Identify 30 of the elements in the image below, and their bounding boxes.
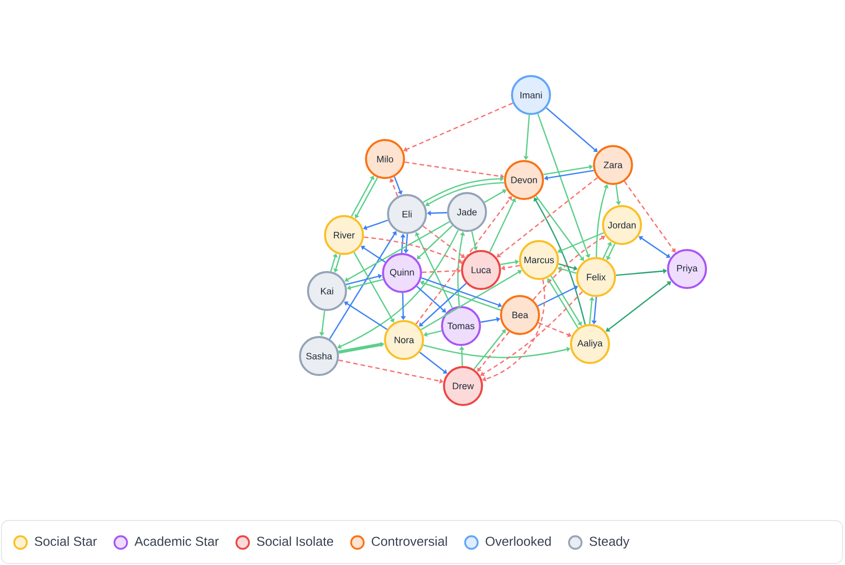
legend-label: Social Star (34, 536, 97, 546)
legend-label: Controversial (372, 536, 447, 546)
arrow (484, 189, 506, 203)
dashed-arrow (482, 280, 546, 382)
arrow (416, 225, 453, 260)
legend-label: Academic Star (134, 536, 219, 546)
arrow (344, 221, 450, 282)
arrow (606, 281, 672, 332)
arrow (536, 196, 584, 261)
arrow (423, 344, 570, 358)
arrow (329, 231, 397, 340)
dashed-arrow (422, 268, 461, 274)
arrow (350, 176, 374, 217)
arrow (638, 236, 670, 258)
arrow (415, 232, 453, 308)
dashed-arrow (480, 291, 583, 376)
arrow (354, 177, 378, 218)
arrow (344, 301, 388, 330)
arrow (419, 352, 448, 374)
legend-label: Social Isolate (257, 536, 334, 546)
dashed-arrow (422, 226, 465, 258)
legend-label: Steady (590, 536, 630, 548)
arrow (489, 198, 516, 252)
dashed-arrow (501, 264, 520, 271)
dashed-arrow (416, 196, 512, 324)
legend-label: Overlooked (486, 536, 551, 546)
arrow (544, 170, 594, 181)
dashed-arrow (496, 177, 598, 258)
arrow (420, 270, 522, 330)
arrow (363, 220, 388, 230)
